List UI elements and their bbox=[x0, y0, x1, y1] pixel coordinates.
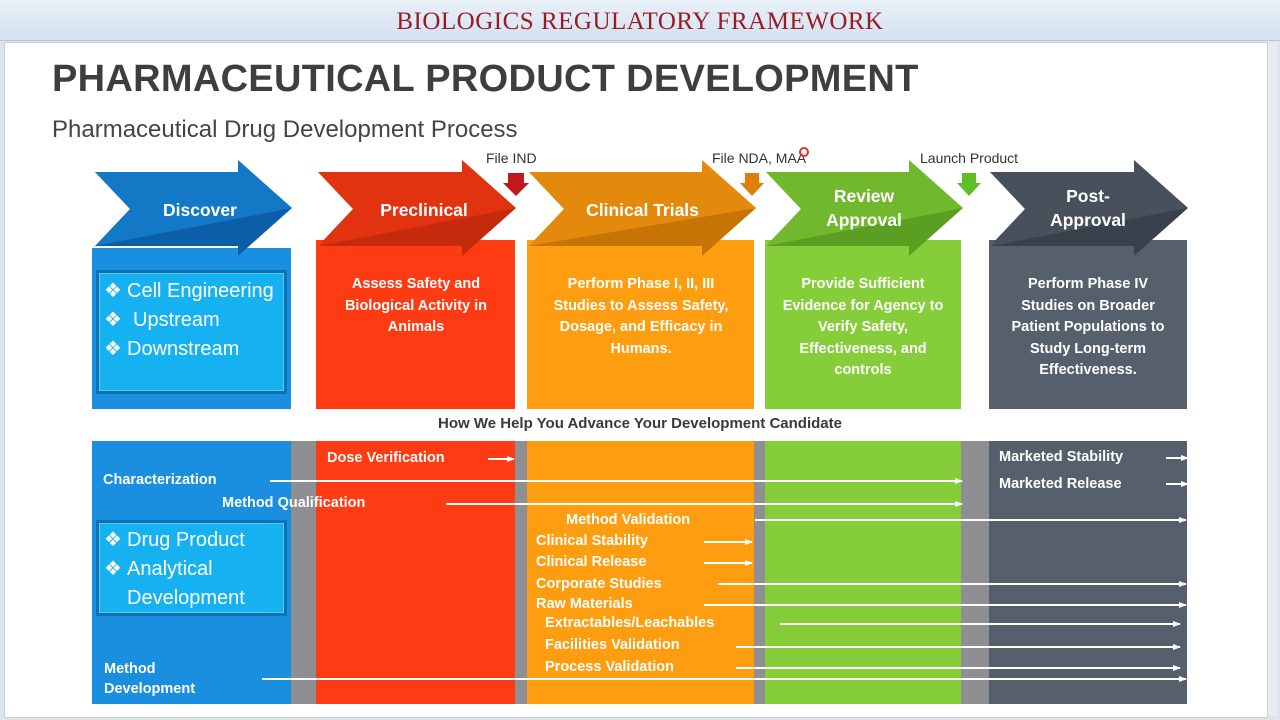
method-development-label: Method Development bbox=[104, 661, 196, 697]
advance-candidate-label: How We Help You Advance Your Development… bbox=[438, 415, 842, 432]
review-approval-label: Review Approval bbox=[826, 186, 902, 230]
gap-lower-2 bbox=[515, 441, 527, 704]
discover-lower-bullets: ❖ Drug Product ❖ Analytical Development bbox=[96, 520, 287, 616]
characterization-label: Characterization bbox=[103, 472, 217, 488]
milestone-launch: Launch Product bbox=[920, 150, 1019, 166]
corporate-studies-label: Corporate Studies bbox=[536, 576, 662, 592]
milestone-file-ind: File IND bbox=[486, 150, 537, 166]
post-approval-chevron bbox=[990, 160, 1188, 256]
post-approval-description: Perform Phase IV Studies on Broader Pati… bbox=[1011, 276, 1165, 378]
preclinical-label: Preclinical bbox=[380, 200, 468, 220]
preclinical-description: Assess Safety and Biological Activity in… bbox=[344, 276, 488, 335]
method-qualification-label: Method Qualification bbox=[222, 495, 366, 511]
bullet-drug-product: ❖ Drug Product bbox=[99, 526, 284, 555]
gap-lower-3 bbox=[754, 441, 765, 704]
preclinical-column-upper bbox=[316, 240, 515, 409]
clinical-column-lower bbox=[527, 441, 754, 704]
top-bar: BIOLOGICS REGULATORY FRAMEWORK bbox=[0, 0, 1280, 41]
dose-verification-label: Dose Verification bbox=[327, 450, 445, 466]
diamond-bullet-icon: ❖ bbox=[104, 529, 122, 551]
clinical-stability-label: Clinical Stability bbox=[536, 533, 648, 549]
gap-lower-4 bbox=[961, 441, 989, 704]
bullet-analytical-development: ❖ Analytical Development bbox=[99, 555, 284, 613]
clinical-description: Perform Phase I, II, III Studies to Asse… bbox=[553, 276, 729, 357]
post-column-lower bbox=[989, 441, 1187, 704]
clinical-chevron bbox=[529, 160, 756, 256]
milestone-file-nda: File NDA, MAA bbox=[712, 150, 807, 166]
page-subtitle: Pharmaceutical Drug Development Process bbox=[52, 116, 518, 143]
extractables-leachables-label: Extractables/Leachables bbox=[545, 615, 715, 631]
marketed-release-label: Marketed Release bbox=[999, 476, 1122, 492]
scrollbar[interactable] bbox=[1268, 42, 1278, 716]
review-column-upper bbox=[765, 240, 961, 409]
process-validation-label: Process Validation bbox=[545, 659, 674, 675]
discover-label: Discover bbox=[163, 200, 237, 220]
clinical-release-label: Clinical Release bbox=[536, 554, 647, 570]
clinical-column-upper bbox=[527, 240, 754, 409]
diamond-bullet-icon: ❖ bbox=[104, 280, 122, 302]
discover-bullets: ❖ Cell Engineering ❖ Upstream ❖ Downstre… bbox=[96, 270, 287, 394]
clinical-trials-label: Clinical Trials bbox=[586, 200, 699, 220]
page-title: PHARMACEUTICAL PRODUCT DEVELOPMENT bbox=[52, 58, 919, 100]
diamond-bullet-icon: ❖ bbox=[104, 338, 122, 360]
post-column-upper bbox=[989, 240, 1187, 409]
review-description: Provide Sufficient Evidence for Agency t… bbox=[782, 276, 944, 378]
file-ind-marker-icon bbox=[503, 173, 529, 196]
facilities-validation-label: Facilities Validation bbox=[545, 637, 680, 653]
cursor-dot-icon bbox=[799, 147, 809, 157]
diamond-bullet-icon: ❖ bbox=[104, 309, 122, 331]
method-validation-label: Method Validation bbox=[566, 512, 691, 528]
gap-lower-1 bbox=[291, 441, 316, 704]
preclinical-chevron bbox=[318, 160, 516, 256]
post-approval-label: Post-Approval bbox=[1050, 186, 1126, 230]
marketed-stability-label: Marketed Stability bbox=[999, 449, 1124, 465]
discover-chevron bbox=[95, 160, 292, 256]
bullet-upstream: ❖ Upstream bbox=[99, 306, 284, 335]
file-nda-marker-icon bbox=[740, 173, 764, 196]
preclinical-column-lower bbox=[316, 441, 515, 704]
raw-materials-label: Raw Materials bbox=[536, 596, 633, 612]
framework-title: BIOLOGICS REGULATORY FRAMEWORK bbox=[396, 8, 884, 35]
review-chevron bbox=[766, 160, 963, 256]
bullet-downstream: ❖ Downstream bbox=[99, 335, 284, 364]
review-column-lower bbox=[765, 441, 961, 704]
launch-marker-icon bbox=[957, 173, 981, 196]
bullet-cell-engineering: ❖ Cell Engineering bbox=[99, 277, 284, 306]
diamond-bullet-icon: ❖ bbox=[104, 558, 122, 580]
